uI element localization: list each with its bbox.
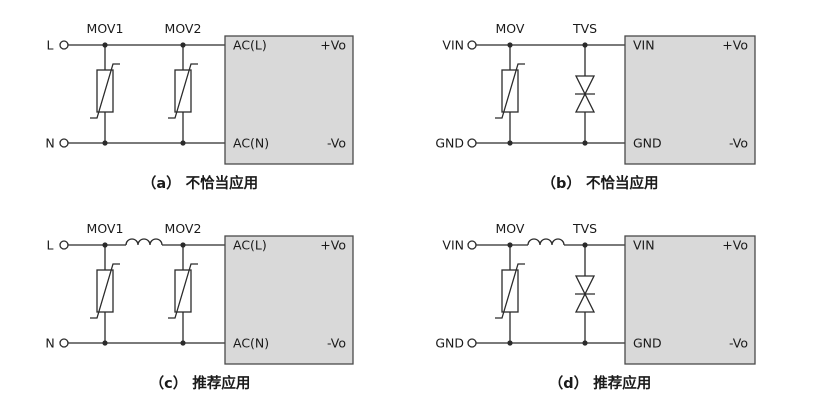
terminal-label-bottom: N [45,336,54,351]
terminal-label-top: VIN [442,238,464,253]
circuit-caption: （b） 不恰当应用 [542,174,659,192]
converter-box [624,35,756,165]
terminal-label-bottom: GND [435,336,464,351]
box-label-top-right: +Vo [722,38,748,53]
circuit-d: VIN GND MOV TVS VIN +Vo GND -Vo （d） 推荐应用 [435,221,756,392]
box-label-bottom-left: AC(N) [233,336,269,351]
box-label-top-right: +Vo [320,238,346,253]
junction-dot [180,340,186,346]
junction-dot [507,340,513,346]
box-label-bottom-left: AC(N) [233,136,269,151]
junction-dot [180,242,186,248]
junction-dot [102,42,108,48]
device1-label: MOV1 [87,221,124,236]
circuit-b: VIN GND MOV TVS VIN +Vo GND -Vo （b） 不恰当应… [435,21,756,192]
box-label-bottom-right: -Vo [327,136,346,151]
junction-dot [507,242,513,248]
box-label-bottom-left: GND [633,136,662,151]
terminal-top [59,40,69,50]
terminal-bottom [59,138,69,148]
terminal-label-bottom: N [45,136,54,151]
tvs-symbol [574,244,596,344]
device1-label: MOV [496,21,525,36]
junction-dot [507,42,513,48]
terminal-label-top: L [47,38,54,53]
circuit-caption: （a） 不恰当应用 [142,174,258,192]
device2-label: TVS [572,221,597,236]
box-label-bottom-left: GND [633,336,662,351]
tvs-symbol [574,44,596,144]
junction-dot [180,42,186,48]
varistor-symbol [494,244,526,344]
device1-label: MOV1 [87,21,124,36]
terminal-bottom [59,338,69,348]
junction-dot [180,140,186,146]
junction-dot [102,242,108,248]
varistor-symbol [494,44,526,144]
box-label-top-right: +Vo [722,238,748,253]
circuit-a: L N MOV1 MOV2 AC(L) +Vo AC(N) -Vo （a） 不恰… [45,21,354,192]
terminal-label-bottom: GND [435,136,464,151]
device2-label: MOV2 [165,221,202,236]
junction-dot [582,242,588,248]
device1-label: MOV [496,221,525,236]
junction-dot [582,42,588,48]
device2-label: TVS [572,21,597,36]
box-label-bottom-right: -Vo [729,336,748,351]
varistor-symbol [167,44,199,144]
converter-box [224,35,354,165]
junction-dot [102,140,108,146]
terminal-top [467,40,477,50]
varistor-symbol [89,244,121,344]
box-label-top-left: VIN [633,38,655,53]
box-label-top-left: VIN [633,238,655,253]
terminal-label-top: VIN [442,38,464,53]
circuit-caption: （d） 推荐应用 [549,374,651,392]
terminal-top [467,240,477,250]
terminal-label-top: L [47,238,54,253]
circuit-c: L N MOV1 MOV2 AC(L) +Vo AC(N) -Vo （c） 推荐… [45,221,354,392]
junction-dot [582,340,588,346]
device2-label: MOV2 [165,21,202,36]
converter-box [624,235,756,365]
terminal-bottom [467,338,477,348]
box-label-top-left: AC(L) [233,38,267,53]
junction-dot [582,140,588,146]
terminal-top [59,240,69,250]
box-label-bottom-right: -Vo [327,336,346,351]
junction-dot [507,140,513,146]
box-label-top-left: AC(L) [233,238,267,253]
box-label-top-right: +Vo [320,38,346,53]
varistor-symbol [167,244,199,344]
converter-box [224,235,354,365]
varistor-symbol [89,44,121,144]
box-label-bottom-right: -Vo [729,136,748,151]
inductor-symbol [527,238,565,246]
junction-dot [102,340,108,346]
inductor-symbol [125,238,163,246]
terminal-bottom [467,138,477,148]
circuit-caption: （c） 推荐应用 [150,374,251,392]
